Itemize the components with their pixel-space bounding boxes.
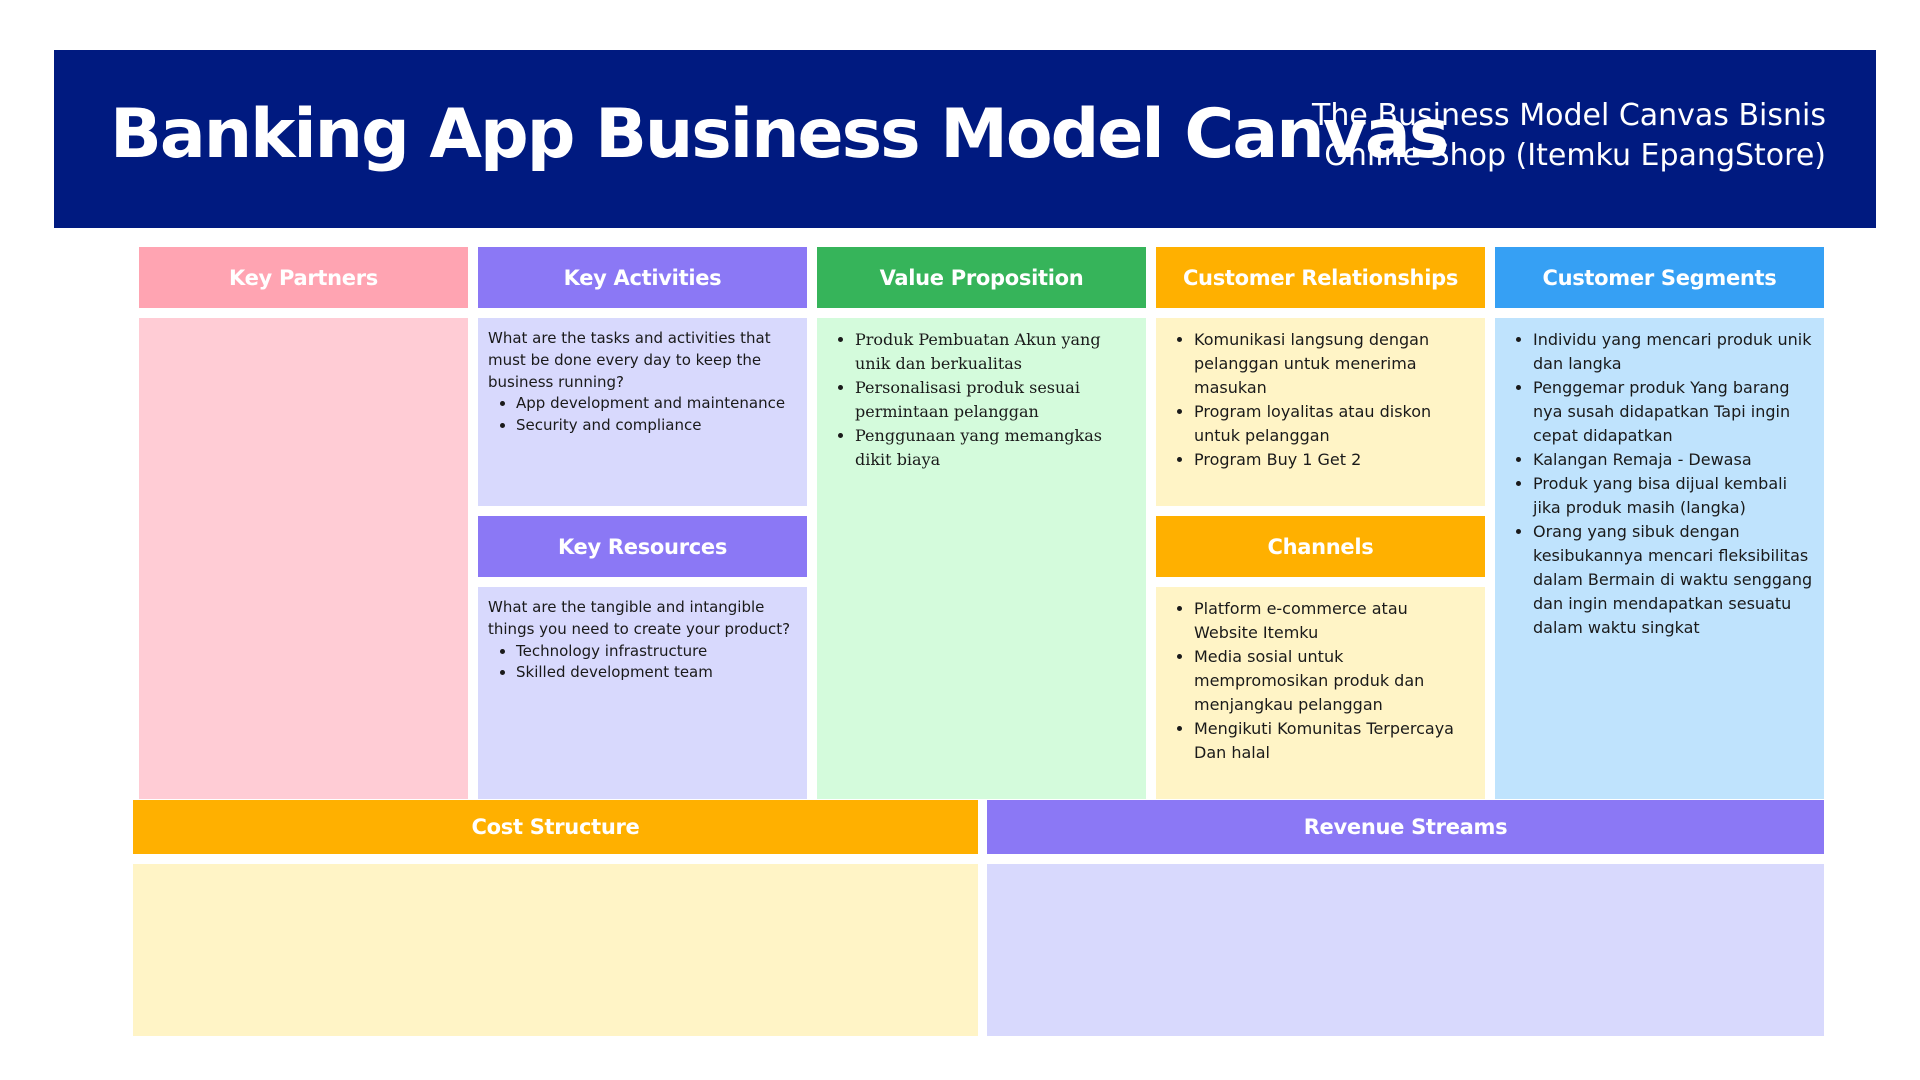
list-item: Individu yang mencari produk unik dan la… <box>1533 328 1814 376</box>
list-item: Platform e-commerce atau Website Itemku <box>1194 597 1475 645</box>
customer-relationships-title: Customer Relationships <box>1182 265 1459 290</box>
key-partners-body <box>139 318 468 799</box>
customer-relationships-header: Customer Relationships <box>1156 247 1485 308</box>
list-item: Orang yang sibuk dengan kesibukannya men… <box>1533 520 1814 640</box>
key-partners-header: Key Partners <box>139 247 468 308</box>
list-item: App development and maintenance <box>516 393 797 415</box>
key-resources-intro: What are the tangible and intangible thi… <box>488 598 791 638</box>
channels-body: Platform e-commerce atau Website Itemku … <box>1156 587 1485 799</box>
customer-relationships-list: Komunikasi langsung dengan pelanggan unt… <box>1166 328 1475 472</box>
list-item: Komunikasi langsung dengan pelanggan unt… <box>1194 328 1475 400</box>
list-item: Program Buy 1 Get 2 <box>1194 448 1475 472</box>
cost-structure-body <box>133 864 978 1036</box>
key-activities-header: Key Activities <box>478 247 807 308</box>
list-item: Penggunaan yang memangkas dikit biaya <box>855 424 1136 472</box>
list-item: Media sosial untuk mempromosikan produk … <box>1194 645 1475 717</box>
revenue-streams-header: Revenue Streams <box>987 800 1824 854</box>
list-item: Personalisasi produk sesuai permintaan p… <box>855 376 1136 424</box>
customer-segments-list: Individu yang mencari produk unik dan la… <box>1505 328 1814 640</box>
list-item: Technology infrastructure <box>516 641 797 663</box>
list-item: Produk Pembuatan Akun yang unik dan berk… <box>855 328 1136 376</box>
revenue-streams-body <box>987 864 1824 1036</box>
channels-title: Channels <box>1267 534 1374 559</box>
list-item: Security and compliance <box>516 415 797 437</box>
customer-segments-title: Customer Segments <box>1542 265 1777 290</box>
key-activities-intro: What are the tasks and activities that m… <box>488 329 771 391</box>
list-item: Skilled development team <box>516 662 797 684</box>
channels-list: Platform e-commerce atau Website Itemku … <box>1166 597 1475 765</box>
cost-structure-header: Cost Structure <box>133 800 978 854</box>
key-partners-title: Key Partners <box>229 265 378 290</box>
value-proposition-body: Produk Pembuatan Akun yang unik dan berk… <box>817 318 1146 799</box>
list-item: Produk yang bisa dijual kembali jika pro… <box>1533 472 1814 520</box>
list-item: Kalangan Remaja - Dewasa <box>1533 448 1814 472</box>
channels-header: Channels <box>1156 516 1485 577</box>
list-item: Mengikuti Komunitas Terpercaya Dan halal <box>1194 717 1475 765</box>
page-subtitle: The Business Model Canvas Bisnis Online … <box>1312 98 1826 173</box>
key-activities-list: App development and maintenance Security… <box>488 393 797 437</box>
value-proposition-header: Value Proposition <box>817 247 1146 308</box>
key-resources-title: Key Resources <box>557 534 728 559</box>
customer-relationships-body: Komunikasi langsung dengan pelanggan unt… <box>1156 318 1485 506</box>
list-item: Program loyalitas atau diskon untuk pela… <box>1194 400 1475 448</box>
customer-segments-header: Customer Segments <box>1495 247 1824 308</box>
key-resources-list: Technology infrastructure Skilled develo… <box>488 641 797 685</box>
page-title: Banking App Business Model Canvas <box>110 95 1449 174</box>
key-activities-title: Key Activities <box>563 265 722 290</box>
revenue-streams-title: Revenue Streams <box>1303 815 1508 839</box>
customer-segments-body: Individu yang mencari produk unik dan la… <box>1495 318 1824 799</box>
key-resources-header: Key Resources <box>478 516 807 577</box>
title-banner: Banking App Business Model Canvas The Bu… <box>54 50 1876 228</box>
key-resources-body: What are the tangible and intangible thi… <box>478 587 807 799</box>
value-proposition-list: Produk Pembuatan Akun yang unik dan berk… <box>827 328 1136 472</box>
key-activities-body: What are the tasks and activities that m… <box>478 318 807 506</box>
value-proposition-title: Value Proposition <box>879 265 1084 290</box>
list-item: Penggemar produk Yang barang nya susah d… <box>1533 376 1814 448</box>
cost-structure-title: Cost Structure <box>471 815 640 839</box>
